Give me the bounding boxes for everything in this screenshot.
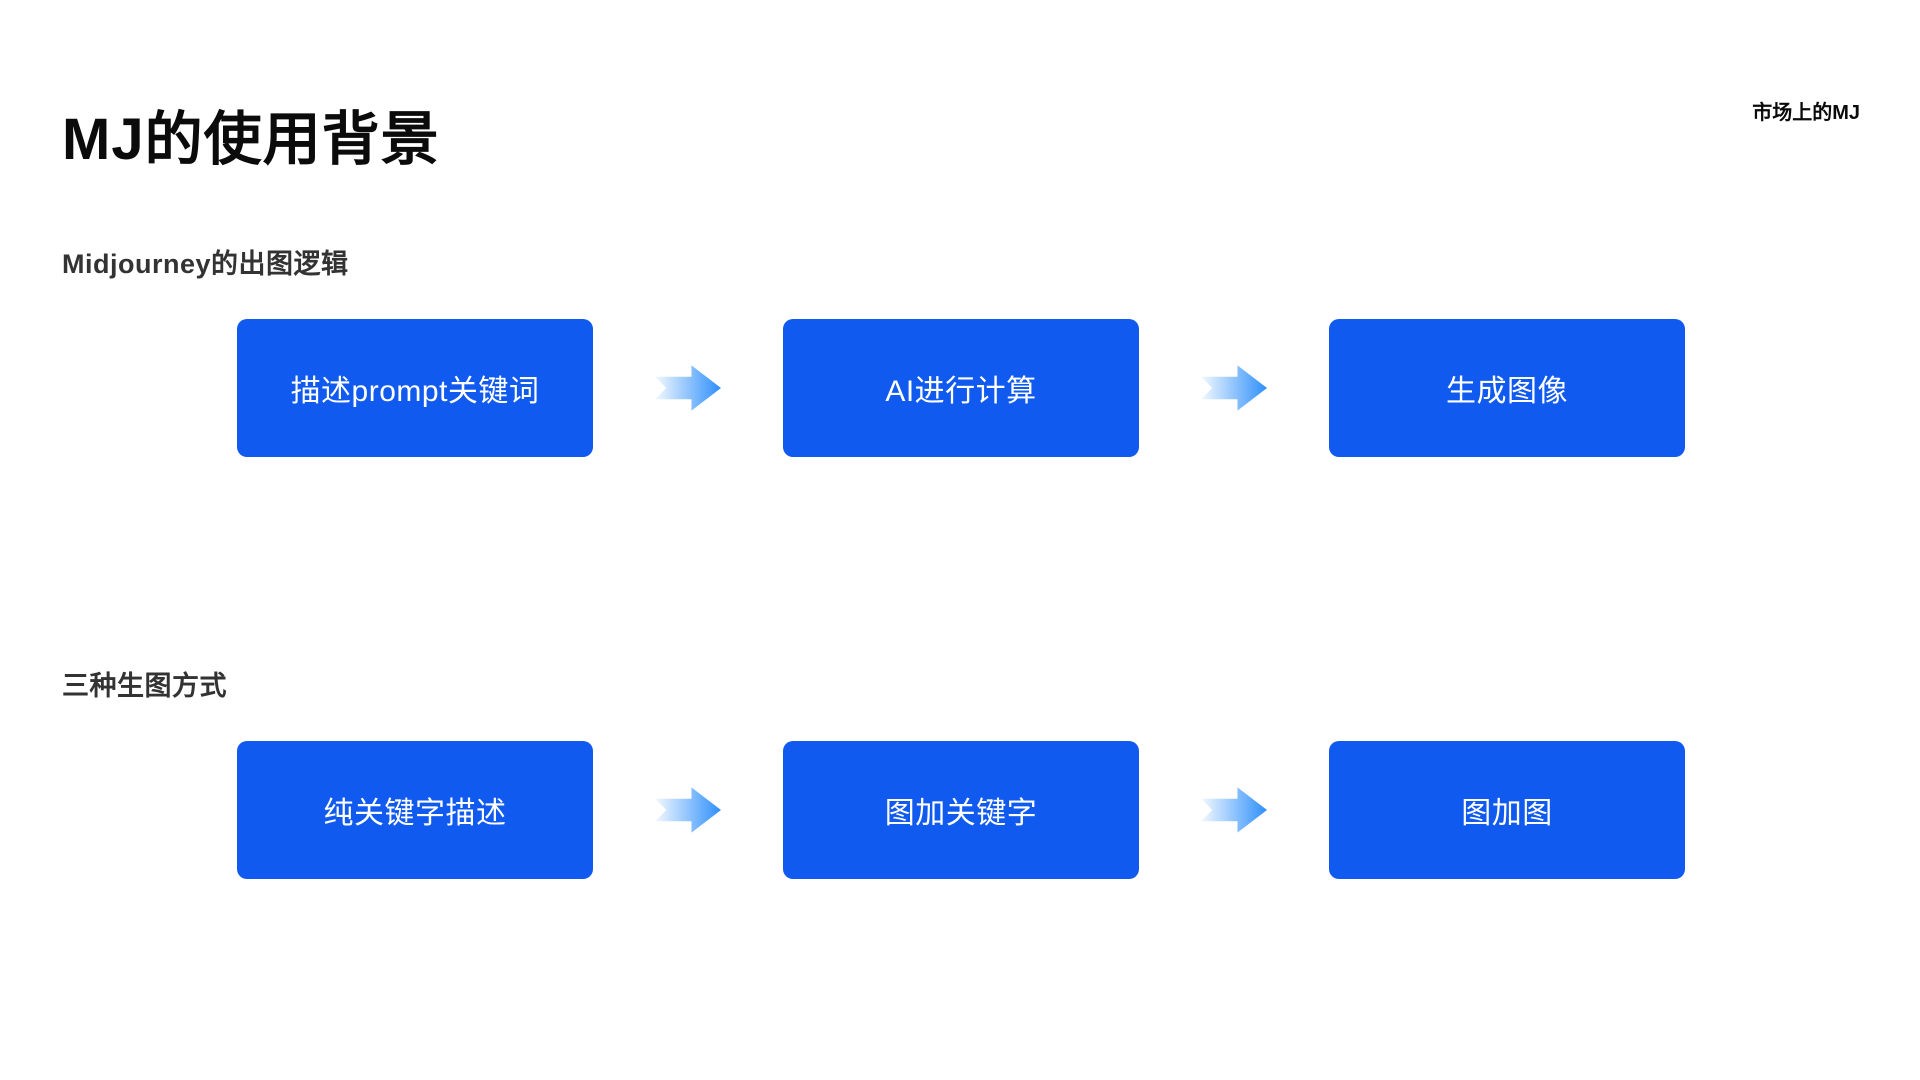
section-heading-three-methods: 三种生图方式 (62, 671, 227, 702)
flow-node-generate-image: 生成图像 (1329, 319, 1685, 457)
flow-node-image-plus-keywords: 图加关键字 (783, 741, 1139, 879)
flow-row-output-logic: 描述prompt关键词 AI进行计算 (237, 319, 1685, 457)
flow-node-pure-keywords: 纯关键字描述 (237, 741, 593, 879)
section-heading-output-logic: Midjourney的出图逻辑 (62, 249, 349, 280)
flow-arrow-icon (1139, 365, 1329, 411)
flow-arrow-icon (593, 365, 783, 411)
flow-node-prompt-keywords: 描述prompt关键词 (237, 319, 593, 457)
flow-arrow-icon (1139, 787, 1329, 833)
flow-arrow-icon (593, 787, 783, 833)
flow-node-ai-computes: AI进行计算 (783, 319, 1139, 457)
page-title: MJ的使用背景 (62, 106, 440, 172)
flow-node-image-plus-image: 图加图 (1329, 741, 1685, 879)
corner-note: 市场上的MJ (1752, 102, 1860, 124)
flow-row-three-methods: 纯关键字描述 图加关键字 (237, 741, 1685, 879)
